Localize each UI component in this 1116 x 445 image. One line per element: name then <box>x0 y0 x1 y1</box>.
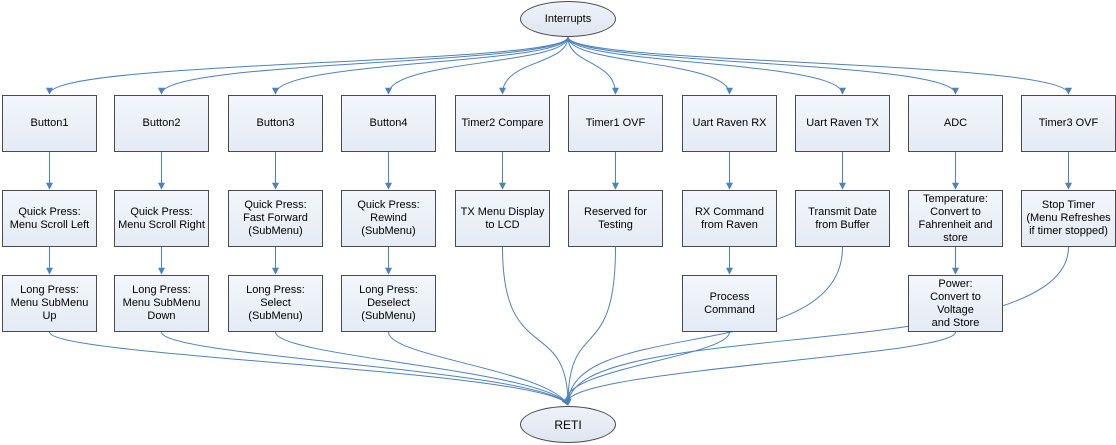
edge-interrupts-to-timer2-compare <box>499 36 569 95</box>
edge-timer1-ovf-to-reti <box>564 246 616 406</box>
uart-raven-rx-step-2-node: Process Command <box>682 275 777 332</box>
edge-uart-raven-rx-to-reti <box>561 331 730 406</box>
timer2-compare-step-1-node: TX Menu Display to LCD <box>455 190 550 247</box>
uart-raven-tx-node: Uart Raven TX <box>795 95 890 152</box>
button3-node: Button3 <box>228 95 323 152</box>
timer2-compare-node: Timer2 Compare <box>455 95 550 152</box>
edge-interrupts-to-timer1-ovf <box>567 36 619 95</box>
edge-interrupts-to-uart-raven-rx <box>567 36 733 95</box>
button4-step-1-node: Quick Press: Rewind (SubMenu) <box>341 190 436 247</box>
button2-step-2-node: Long Press: Menu SubMenu Down <box>114 275 209 332</box>
button4-node: Button4 <box>341 95 436 152</box>
edge-interrupts-to-adc <box>567 36 959 95</box>
button1-step-1-node: Quick Press: Menu Scroll Left <box>2 190 97 247</box>
edge-interrupts-to-uart-raven-tx <box>567 36 846 95</box>
edge-button2-to-reti <box>161 331 569 406</box>
uart-raven-rx-node: Uart Raven RX <box>682 95 777 152</box>
button3-step-2-node: Long Press: Select (SubMenu) <box>228 275 323 332</box>
edge-button3-to-reti <box>275 331 569 406</box>
edge-interrupts-to-button4 <box>385 36 569 95</box>
button3-step-1-node: Quick Press: Fast Forward (SubMenu) <box>228 190 323 247</box>
button1-step-2-node: Long Press: Menu SubMenu Up <box>2 275 97 332</box>
timer1-ovf-step-1-node: Reserved for Testing <box>568 190 663 247</box>
button1-node: Button1 <box>2 95 97 152</box>
button2-step-1-node: Quick Press: Menu Scroll Right <box>114 190 209 247</box>
edge-interrupts-to-button3 <box>272 36 569 95</box>
edge-timer3-ovf-to-reti <box>564 246 1069 406</box>
timer3-ovf-step-1-node: Stop Timer (Menu Refreshes if timer stop… <box>1021 190 1116 247</box>
edge-button4-to-reti <box>388 331 569 406</box>
timer1-ovf-node: Timer1 OVF <box>568 95 663 152</box>
button4-step-2-node: Long Press: Deselect (SubMenu) <box>341 275 436 332</box>
edge-timer2-compare-to-reti <box>502 246 572 406</box>
edge-adc-to-reti <box>561 331 956 406</box>
edge-button1-to-reti <box>49 331 569 406</box>
reti-end-node: RETI <box>520 406 616 443</box>
edge-uart-raven-tx-to-reti <box>564 246 843 406</box>
adc-step-1-node: Temperature: Convert to Fahrenheit and s… <box>908 190 1003 247</box>
interrupts-start-node: Interrupts <box>520 1 616 37</box>
uart-raven-rx-step-1-node: RX Command from Raven <box>682 190 777 247</box>
adc-node: ADC <box>908 95 1003 152</box>
button2-node: Button2 <box>114 95 209 152</box>
edge-interrupts-to-timer3-ovf <box>567 36 1072 95</box>
edge-interrupts-to-button2 <box>158 36 569 95</box>
edge-interrupts-to-button1 <box>46 36 569 95</box>
timer3-ovf-node: Timer3 OVF <box>1021 95 1116 152</box>
adc-step-2-node: Power: Convert to Voltage and Store <box>908 275 1003 332</box>
uart-raven-tx-step-1-node: Transmit Date from Buffer <box>795 190 890 247</box>
